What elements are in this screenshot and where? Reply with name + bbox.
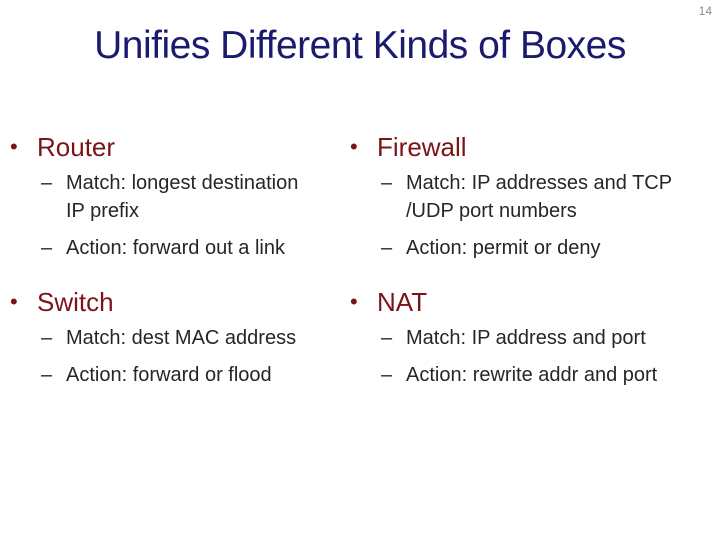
section-items: – Match: IP addresses and TCP /UDP port …: [348, 169, 716, 262]
list-item: – Match: IP address and port: [348, 324, 716, 352]
list-item-text: Action: forward out a link: [66, 237, 285, 259]
dash-icon: –: [381, 327, 393, 349]
section-router: • Router – Match: longest destination IP…: [8, 131, 343, 262]
list-item-text: Action: permit or deny: [406, 237, 601, 259]
dash-icon: –: [381, 364, 393, 386]
dash-icon: –: [41, 327, 53, 349]
dash-icon: –: [41, 364, 53, 386]
list-item-text: Action: rewrite addr and port: [406, 364, 658, 386]
dash-icon: –: [41, 237, 53, 259]
section-heading-row: • Firewall: [348, 131, 716, 163]
slide-title: Unifies Different Kinds of Boxes: [94, 24, 626, 67]
list-item: – Action: rewrite addr and port: [348, 361, 716, 389]
section-heading-row: • Router: [8, 131, 343, 163]
bullet-icon: •: [10, 289, 18, 314]
bullet-icon: •: [350, 134, 358, 159]
left-column: • Router – Match: longest destination IP…: [8, 131, 343, 413]
list-item-text: Match: dest MAC address: [66, 327, 297, 349]
bullet-icon: •: [10, 134, 18, 159]
dash-icon: –: [381, 237, 393, 259]
list-item-text: Action: forward or flood: [66, 364, 272, 386]
section-heading: NAT: [377, 287, 428, 317]
bullet-icon: •: [350, 289, 358, 314]
list-item: – Match: longest destination IP prefix: [8, 169, 343, 225]
section-items: – Match: longest destination IP prefix –…: [8, 169, 343, 262]
section-heading: Switch: [37, 287, 114, 317]
section-items: – Match: IP address and port – Action: r…: [348, 324, 716, 389]
list-item: – Action: permit or deny: [348, 234, 716, 262]
list-item-text: Match: IP address and port: [406, 327, 646, 349]
list-item: – Match: IP addresses and TCP /UDP port …: [348, 169, 716, 225]
list-item: – Action: forward or flood: [8, 361, 343, 389]
section-heading-row: • NAT: [348, 286, 716, 318]
section-firewall: • Firewall – Match: IP addresses and TCP…: [348, 131, 716, 262]
section-heading: Firewall: [377, 132, 467, 162]
page-number: 14: [698, 4, 712, 18]
dash-icon: –: [41, 172, 53, 194]
dash-icon: –: [381, 172, 393, 194]
section-heading-row: • Switch: [8, 286, 343, 318]
list-item: – Match: dest MAC address: [8, 324, 343, 352]
section-items: – Match: dest MAC address – Action: forw…: [8, 324, 343, 389]
list-item: – Action: forward out a link: [8, 234, 343, 262]
right-column: • Firewall – Match: IP addresses and TCP…: [348, 131, 716, 413]
list-item-text: Match: IP addresses and TCP /UDP port nu…: [406, 172, 673, 222]
list-item-text: Match: longest destination IP prefix: [66, 172, 299, 222]
section-heading: Router: [37, 132, 116, 162]
section-nat: • NAT – Match: IP address and port – Act…: [348, 286, 716, 389]
section-switch: • Switch – Match: dest MAC address – Act…: [8, 286, 343, 389]
